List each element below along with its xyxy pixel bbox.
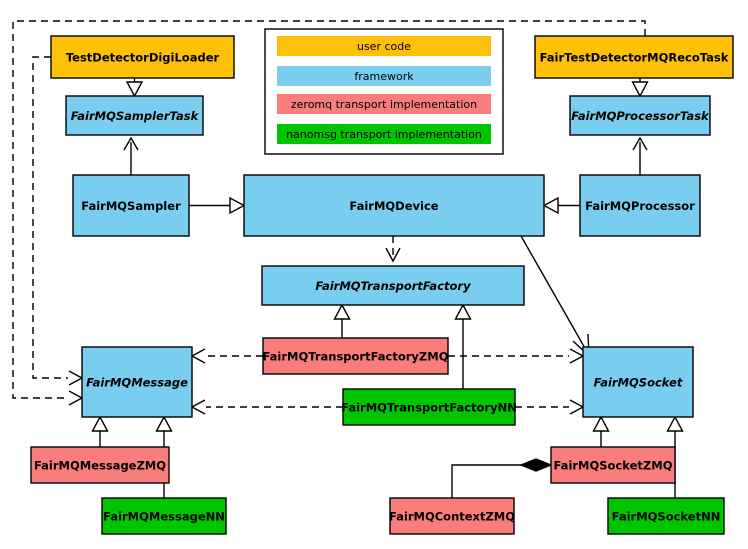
edge-sampler-samplertask bbox=[123, 136, 139, 175]
edge-tfnn-socket bbox=[515, 399, 585, 415]
class-box-FairTestDetectorMQRecoTask[interactable] bbox=[534, 35, 734, 79]
class-box-FairMQProcessor[interactable] bbox=[579, 174, 701, 237]
class-box-FairMQMessageNN[interactable] bbox=[101, 497, 227, 535]
legend-label-nanomsg: nanomsg transport implementation bbox=[286, 128, 482, 141]
class-box-FairMQSocket[interactable] bbox=[582, 346, 694, 418]
legend-item-framework: framework bbox=[277, 66, 491, 86]
class-label-FairMQTransportFactoryNN: FairMQTransportFactoryNN bbox=[341, 401, 517, 415]
class-box-TestDetectorDigiLoader[interactable] bbox=[50, 35, 235, 79]
legend-label-zeromq: zeromq transport implementation bbox=[291, 98, 477, 111]
edge-digiloader-samplertask bbox=[125, 78, 144, 98]
edge-tfzmq-socket bbox=[448, 348, 585, 364]
class-label-FairMQSocketZMQ: FairMQSocketZMQ bbox=[554, 459, 673, 473]
legend-swatch-nanomsg bbox=[277, 124, 491, 144]
edge-contextzmq-socketzmq bbox=[451, 458, 553, 498]
class-label-FairMQTransportFactory: FairMQTransportFactory bbox=[315, 279, 471, 293]
legend-swatch-user-code bbox=[277, 36, 491, 56]
edge-socketzmq-socket bbox=[592, 415, 610, 447]
class-label-FairMQSocketNN: FairMQSocketNN bbox=[612, 510, 721, 524]
legend-item-nanomsg: nanomsg transport implementation bbox=[277, 124, 491, 144]
edge-processor-device bbox=[542, 196, 580, 215]
class-node-FairMQDevice[interactable]: FairMQDevice bbox=[243, 174, 545, 237]
edge-tfnn-message bbox=[190, 399, 343, 415]
class-node-FairTestDetectorMQRecoTask[interactable]: FairTestDetectorMQRecoTask bbox=[534, 35, 734, 79]
class-box-FairMQTransportFactory[interactable] bbox=[261, 265, 525, 306]
edge-tfnn-transportfactory bbox=[454, 303, 472, 389]
class-node-FairMQProcessorTask[interactable]: FairMQProcessorTask bbox=[569, 95, 711, 136]
class-box-FairMQProcessorTask[interactable] bbox=[569, 95, 711, 136]
class-node-FairMQProcessor[interactable]: FairMQProcessor bbox=[579, 174, 701, 237]
class-box-FairMQTransportFactoryNN[interactable] bbox=[342, 388, 516, 426]
class-box-FairMQMessageZMQ[interactable] bbox=[30, 446, 170, 484]
class-label-FairMQDevice: FairMQDevice bbox=[349, 199, 438, 213]
class-node-FairMQSocketZMQ[interactable]: FairMQSocketZMQ bbox=[550, 446, 676, 484]
class-label-FairMQTransportFactoryZMQ: FairMQTransportFactoryZMQ bbox=[262, 350, 448, 364]
class-node-FairMQSamplerTask[interactable]: FairMQSamplerTask bbox=[65, 95, 204, 136]
class-node-FairMQTransportFactoryNN[interactable]: FairMQTransportFactoryNN bbox=[341, 388, 517, 426]
edge-tfzmq-message bbox=[190, 348, 263, 364]
edge-sampler-device bbox=[189, 196, 246, 215]
legend-label-framework: framework bbox=[354, 70, 414, 83]
class-label-FairMQSamplerTask: FairMQSamplerTask bbox=[71, 109, 200, 123]
edge-processor-processortask bbox=[632, 136, 648, 175]
class-node-FairMQTransportFactory[interactable]: FairMQTransportFactory bbox=[261, 265, 525, 306]
class-node-FairMQSocketNN[interactable]: FairMQSocketNN bbox=[607, 497, 725, 535]
class-label-FairMQMessageZMQ: FairMQMessageZMQ bbox=[34, 459, 166, 473]
class-node-FairMQMessageZMQ[interactable]: FairMQMessageZMQ bbox=[30, 446, 170, 484]
edge-tfzmq-transportfactory bbox=[333, 303, 351, 338]
edge-layer bbox=[12, 20, 684, 498]
edge-device-transportfactory bbox=[385, 236, 401, 263]
node-layer: TestDetectorDigiLoader FairTestDetectorMQ… bbox=[30, 35, 734, 535]
class-node-FairMQTransportFactoryZMQ[interactable]: FairMQTransportFactoryZMQ bbox=[262, 337, 449, 375]
legend: user code framework zeromq transport imp… bbox=[264, 28, 504, 155]
edge-device-socket bbox=[520, 235, 590, 358]
class-box-FairMQContextZMQ[interactable] bbox=[389, 497, 515, 535]
class-label-FairMQSocket: FairMQSocket bbox=[594, 376, 683, 390]
class-node-FairMQMessage[interactable]: FairMQMessage bbox=[81, 346, 193, 418]
class-label-FairMQContextZMQ: FairMQContextZMQ bbox=[389, 510, 515, 524]
class-box-FairMQDevice[interactable] bbox=[243, 174, 545, 237]
class-label-FairMQSampler: FairMQSampler bbox=[81, 199, 181, 213]
class-label-FairTestDetectorMQRecoTask: FairTestDetectorMQRecoTask bbox=[540, 51, 729, 65]
legend-label-user-code: user code bbox=[357, 40, 411, 53]
class-box-FairMQMessage[interactable] bbox=[81, 346, 193, 418]
class-label-FairMQMessage: FairMQMessage bbox=[86, 376, 188, 390]
class-label-FairMQProcessor: FairMQProcessor bbox=[585, 199, 695, 213]
class-node-TestDetectorDigiLoader[interactable]: TestDetectorDigiLoader bbox=[50, 35, 235, 79]
class-box-FairMQSamplerTask[interactable] bbox=[65, 95, 204, 136]
class-label-TestDetectorDigiLoader: TestDetectorDigiLoader bbox=[66, 51, 220, 65]
class-label-FairMQProcessorTask: FairMQProcessorTask bbox=[571, 109, 710, 123]
class-node-FairMQSocket[interactable]: FairMQSocket bbox=[582, 346, 694, 418]
class-node-FairMQContextZMQ[interactable]: FairMQContextZMQ bbox=[389, 497, 515, 535]
class-box-FairMQSocketZMQ[interactable] bbox=[550, 446, 676, 484]
edge-recotask-processortask bbox=[631, 78, 649, 98]
class-node-FairMQMessageNN[interactable]: FairMQMessageNN bbox=[101, 497, 227, 535]
edge-messagezmq-message bbox=[91, 415, 109, 447]
legend-swatch-framework bbox=[277, 66, 491, 86]
legend-item-zeromq: zeromq transport implementation bbox=[277, 94, 491, 114]
class-box-FairMQTransportFactoryZMQ[interactable] bbox=[262, 337, 449, 375]
class-box-FairMQSampler[interactable] bbox=[72, 174, 190, 237]
legend-item-user-code: user code bbox=[277, 36, 491, 56]
class-label-FairMQMessageNN: FairMQMessageNN bbox=[103, 510, 225, 524]
class-box-FairMQSocketNN[interactable] bbox=[607, 497, 725, 535]
legend-swatch-zeromq bbox=[277, 94, 491, 114]
class-node-FairMQSampler[interactable]: FairMQSampler bbox=[72, 174, 190, 237]
